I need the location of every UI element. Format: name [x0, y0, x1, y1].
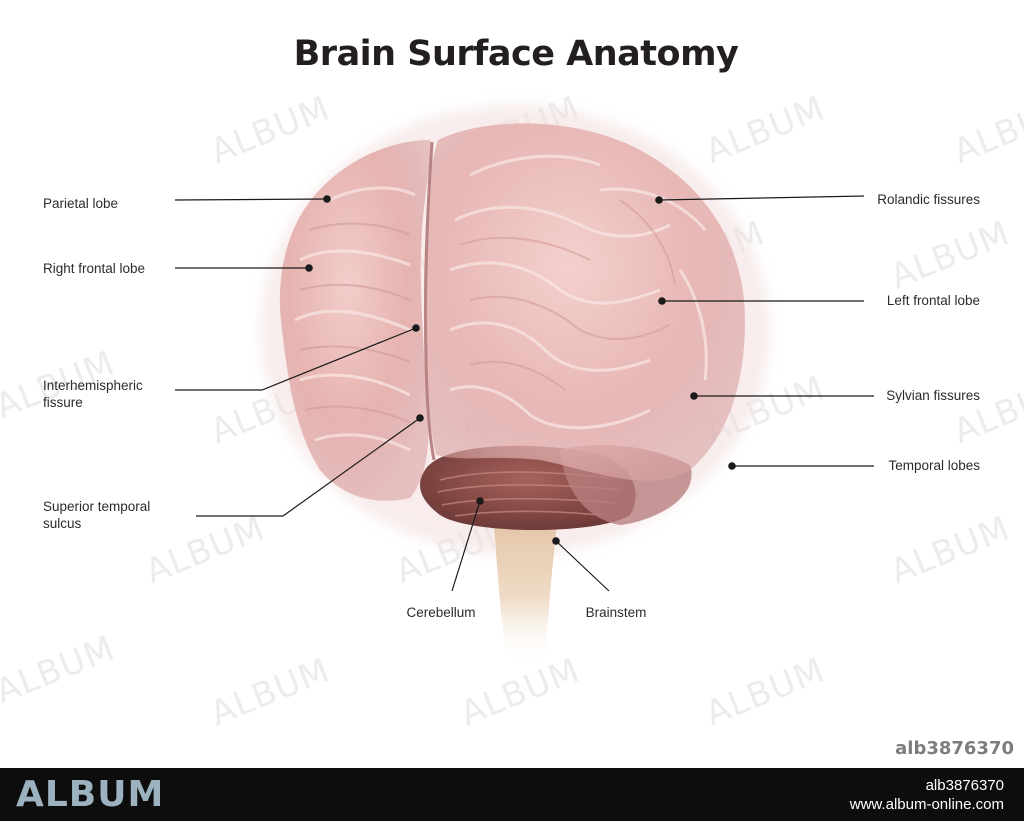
label-rolandic-fissures: Rolandic fissures — [877, 192, 980, 207]
gyri-highlights-left — [449, 154, 708, 430]
dot-right-frontal-lobe — [305, 264, 313, 272]
leader-lines — [174, 195, 874, 592]
label-superior-temporal-sulcus: Superior temporal sulcus — [43, 498, 150, 532]
footer-url-link[interactable]: www.album-online.com — [849, 796, 1004, 813]
brainstem-shape — [492, 500, 560, 665]
gyri-highlights-right — [294, 186, 416, 452]
label-cerebellum: Cerebellum — [406, 605, 476, 620]
interhemispheric-fissure-line — [423, 141, 436, 461]
dot-cerebellum — [476, 497, 484, 505]
label-line: Superior temporal — [43, 499, 151, 514]
label-left-frontal-lobe: Left frontal lobe — [886, 293, 980, 308]
footer-bar: ALBUM alb3876370 www.album-online.com — [0, 768, 1024, 821]
sulci-right — [299, 222, 411, 423]
label-sylvian-fissures: Sylvian fissures — [886, 388, 980, 403]
page-title: Brain Surface Anatomy — [293, 34, 739, 74]
dot-rolandic-fissures — [655, 196, 663, 204]
leader-dots — [305, 195, 736, 545]
sulci-left — [459, 199, 676, 391]
label-line: fissure — [43, 395, 83, 410]
label-brainstem: Brainstem — [585, 605, 647, 620]
dot-temporal-lobes — [728, 462, 736, 470]
label-line: Interhemispheric — [43, 378, 143, 393]
label-parietal-lobe: Parietal lobe — [43, 196, 119, 211]
dot-brainstem — [552, 537, 560, 545]
label-temporal-lobes: Temporal lobes — [888, 458, 980, 473]
dot-parietal-lobe — [323, 195, 331, 203]
label-line: sulcus — [43, 516, 82, 531]
label-right-frontal-lobe: Right frontal lobe — [43, 261, 146, 276]
dot-left-frontal-lobe — [658, 297, 666, 305]
dot-interhemispheric-fissure — [412, 324, 420, 332]
footer-image-id: alb3876370 — [925, 777, 1004, 794]
right-hemisphere — [279, 140, 431, 501]
dot-superior-temporal-sulcus — [416, 414, 424, 422]
label-interhemispheric-fissure: Interhemispheric fissure — [43, 377, 143, 411]
album-logo[interactable]: ALBUM — [16, 774, 165, 815]
image-code: alb3876370 — [895, 738, 1014, 759]
dot-sylvian-fissures — [690, 392, 698, 400]
